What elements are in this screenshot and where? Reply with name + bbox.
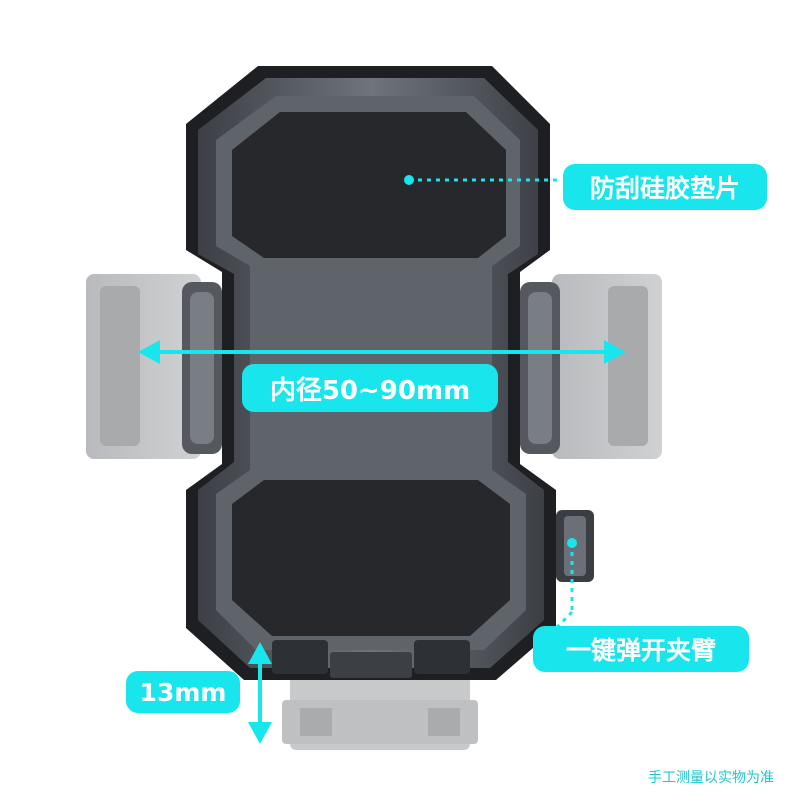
bottom-silicone-pad (232, 480, 510, 636)
silicone-pad-label: 防刮硅胶垫片 (563, 164, 767, 210)
measurement-note: 手工测量以实物为准 (648, 770, 774, 786)
bottom-feet (272, 640, 470, 678)
top-silicone-pad (232, 112, 506, 258)
silicone-leader-line (404, 175, 562, 185)
depth-label: 13mm (126, 671, 240, 713)
width-arrow (138, 340, 626, 364)
one-key-release-label: 一键弹开夹臂 (533, 626, 749, 672)
left-clamp-arm (86, 274, 222, 459)
depth-arrow (248, 642, 272, 744)
right-clamp-arm (520, 274, 662, 459)
bottom-mount (282, 660, 478, 750)
inner-diameter-label: 内径50~90mm (242, 364, 498, 412)
